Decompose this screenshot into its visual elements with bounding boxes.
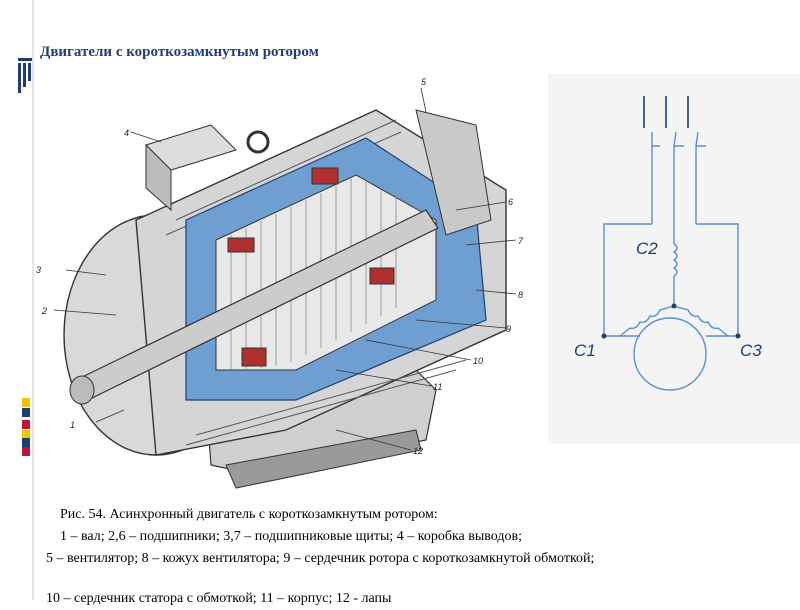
callout-7: 7	[518, 236, 524, 246]
callout-9: 9	[506, 324, 511, 334]
caption-line-2: 1 – вал; 2,6 – подшипники; 3,7 – подшипн…	[60, 529, 523, 544]
callout-12: 12	[413, 446, 423, 456]
callout-1: 1	[70, 420, 75, 430]
callout-3: 3	[36, 265, 41, 275]
motor-cutaway-illustration: 1 2 3 4 5 6 7 8 9 10 11 12	[36, 77, 524, 489]
callout-10: 10	[473, 356, 483, 366]
left-divider	[32, 0, 34, 600]
terminal-c2-label: C2	[636, 239, 658, 258]
left-margin	[0, 0, 34, 600]
callout-6: 6	[508, 197, 513, 207]
terminal-c1-label: C1	[574, 341, 596, 360]
callout-11: 11	[433, 382, 442, 392]
callout-4: 4	[124, 128, 129, 138]
callout-8: 8	[518, 290, 523, 300]
caption-line-4: 10 – сердечник статора с обмоткой; 11 – …	[46, 591, 392, 606]
wiring-schematic: C2 C1 C3	[574, 96, 762, 391]
callout-2: 2	[41, 306, 47, 316]
schematic-background	[548, 74, 800, 444]
figure-caption: Рис. 54. Асинхронный двигатель с коротко…	[46, 504, 786, 610]
caption-line-1: Рис. 54. Асинхронный двигатель с коротко…	[60, 507, 438, 522]
callout-5: 5	[421, 77, 427, 87]
slide-title: Двигатели с короткозамкнутым ротором	[40, 44, 319, 60]
terminal-c3-label: C3	[740, 341, 762, 360]
caption-line-3: 5 – вентилятор; 8 – кожух вентилятора; 9…	[46, 551, 595, 566]
